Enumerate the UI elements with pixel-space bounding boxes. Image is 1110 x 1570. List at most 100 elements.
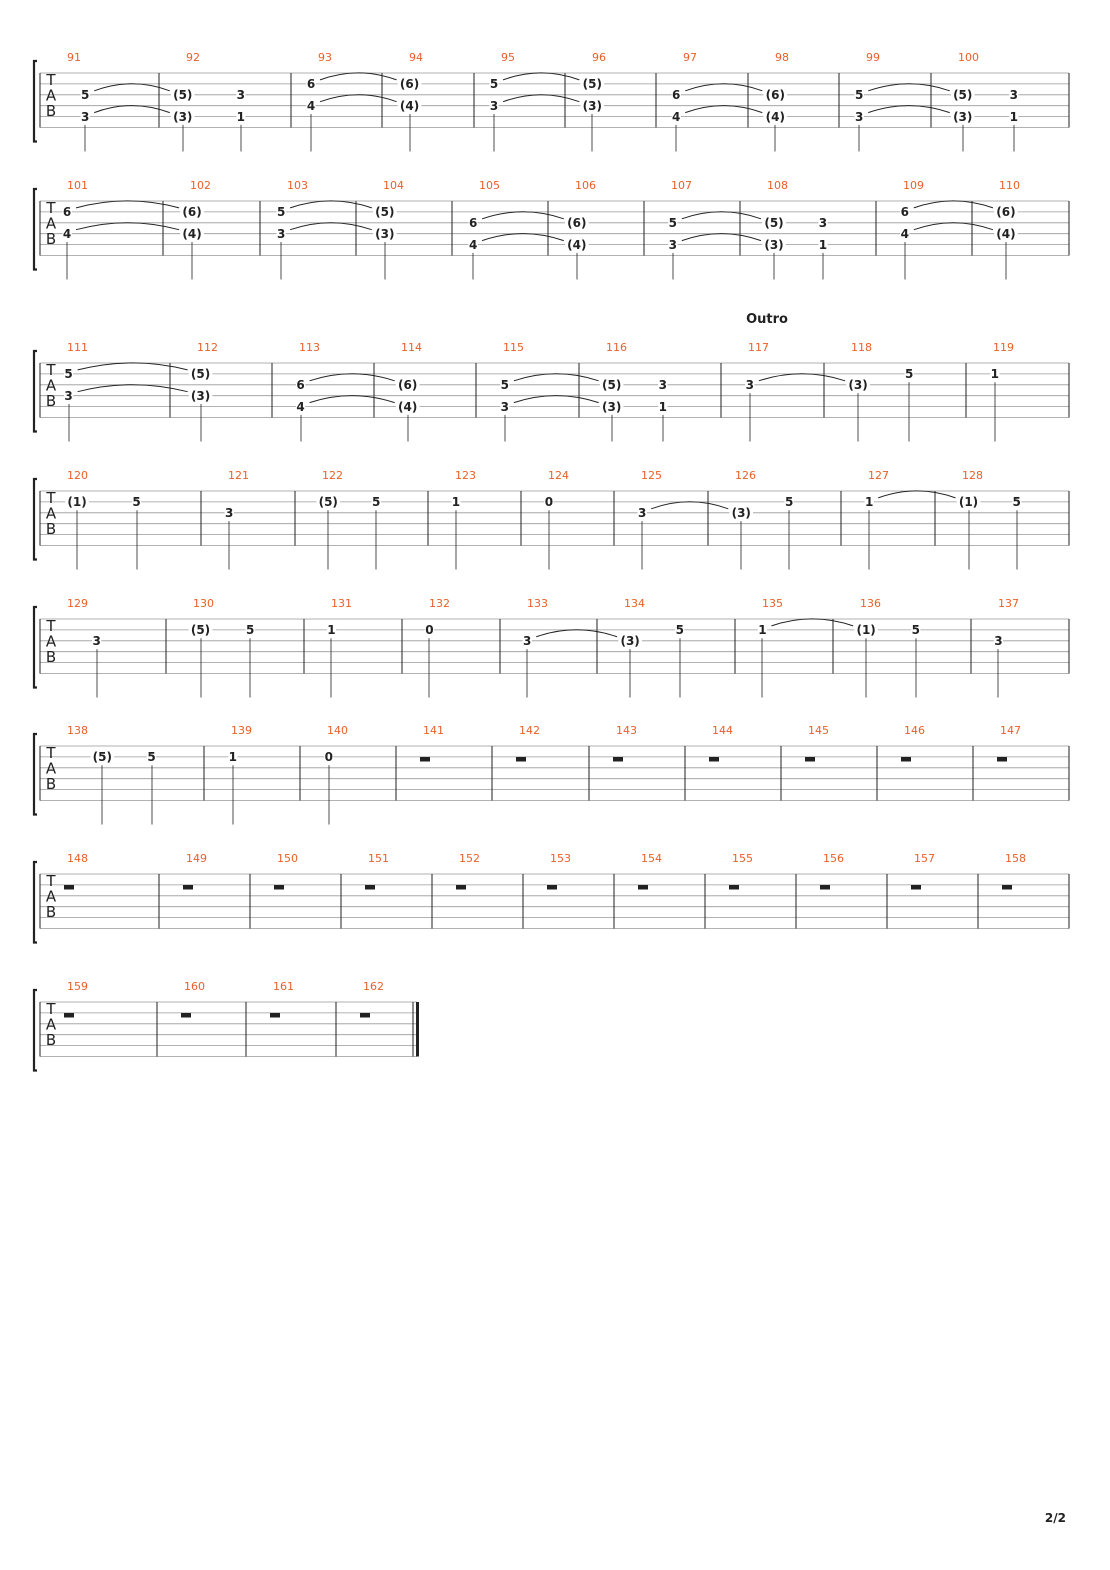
fret-number: 5 (132, 495, 140, 509)
fret-number: 5 (855, 88, 863, 102)
tab-clef-letter: A (46, 87, 57, 105)
fret-number: 5 (490, 77, 498, 91)
fret-mask (236, 112, 246, 123)
measure-number: 154 (641, 852, 662, 865)
whole-rest (181, 1013, 191, 1018)
tie-arc (535, 629, 618, 638)
measure-number: 128 (962, 469, 983, 482)
fret-number: 5 (669, 216, 677, 230)
fret-mask (371, 498, 381, 509)
tab-clef-letter: T (45, 489, 56, 507)
measure-number: 138 (67, 724, 88, 737)
fret-mask (784, 498, 794, 509)
fret-mask (904, 370, 914, 381)
tie-arc (681, 211, 762, 220)
fret-number: (3) (848, 378, 867, 392)
tie-arc (868, 105, 950, 114)
fret-number: 1 (819, 238, 827, 252)
tie-arc (77, 362, 188, 371)
tab-clef-letter: T (45, 361, 56, 379)
measure-number: 151 (368, 852, 389, 865)
fret-number: (3) (620, 634, 639, 648)
tab-clef-letter: B (46, 102, 56, 120)
tie-arc (309, 395, 395, 404)
system-bracket (32, 605, 37, 689)
fret-mask (658, 381, 668, 392)
system-bracket (32, 187, 37, 271)
fret-number: 3 (490, 99, 498, 113)
system-bracket (32, 860, 37, 944)
fret-mask (668, 240, 678, 251)
fret-mask (65, 498, 89, 509)
tie-arc (481, 211, 564, 220)
whole-rest (613, 757, 623, 762)
fret-mask (489, 80, 499, 91)
fret-number: 3 (746, 378, 754, 392)
fret-number: 3 (277, 227, 285, 241)
fret-number: (1) (67, 495, 86, 509)
fret-number: (1) (959, 495, 978, 509)
fret-mask (80, 112, 90, 123)
measure-number: 142 (519, 724, 540, 737)
whole-rest (547, 885, 557, 890)
measure-number: 95 (501, 51, 515, 64)
measure-number: 91 (67, 51, 81, 64)
fret-mask (854, 91, 864, 102)
fret-mask (316, 498, 341, 509)
tab-clef-letter: A (46, 760, 57, 778)
fret-mask (846, 381, 870, 392)
fret-mask (671, 112, 681, 123)
fret-mask (295, 381, 306, 392)
fret-mask (864, 498, 874, 509)
fret-mask (306, 102, 316, 112)
fret-number: (3) (375, 227, 394, 241)
tie-arc (94, 83, 170, 92)
fret-number: (6) (398, 378, 417, 392)
measure-number: 94 (409, 51, 423, 64)
fret-number: 4 (672, 110, 680, 124)
fret-mask (245, 626, 255, 637)
tab-clef-letter: T (45, 872, 56, 890)
measure-number: 136 (860, 597, 881, 610)
tie-arc (502, 94, 580, 103)
measure-number: 116 (606, 341, 627, 354)
fret-number: 1 (758, 623, 766, 637)
fret-number: (4) (398, 400, 417, 414)
tie-arc (319, 94, 397, 103)
fret-number: 5 (785, 495, 793, 509)
tie-arc (913, 222, 994, 231)
fret-number: (5) (93, 750, 112, 764)
measure-number: 143 (616, 724, 637, 737)
fret-mask (671, 91, 681, 102)
tab-clef-letter: A (46, 215, 57, 233)
fret-mask (397, 102, 422, 112)
fret-mask (62, 208, 72, 219)
measure-number: 96 (592, 51, 606, 64)
fret-number: 5 (676, 623, 684, 637)
section-label-outro: Outro (746, 312, 788, 327)
fret-mask (62, 230, 72, 240)
measure-number: 149 (186, 852, 207, 865)
fret-number: 4 (63, 227, 71, 241)
whole-rest (516, 757, 526, 762)
tie-arc (758, 373, 846, 382)
measure-number: 156 (823, 852, 844, 865)
tab-clef-letter: B (46, 648, 56, 666)
tab-clef-letter: B (46, 392, 56, 410)
fret-mask (565, 219, 589, 230)
fret-number: 5 (1013, 495, 1021, 509)
tab-clef-letter: A (46, 888, 57, 906)
fret-number: (5) (319, 495, 338, 509)
whole-rest (270, 1013, 280, 1018)
measure-number: 134 (624, 597, 645, 610)
fret-mask (451, 498, 461, 509)
tab-system: TAB120(1)51213122(5)5123112401253126(3)5… (32, 469, 1070, 570)
fret-mask (854, 112, 864, 123)
tab-clef-letter: T (45, 744, 56, 762)
fret-mask (64, 392, 74, 402)
fret-mask (64, 370, 74, 381)
staves-layer: TAB915392(5)(3)31936494(6)(4)955396(5)(3… (32, 51, 1070, 1072)
fret-mask (599, 381, 624, 392)
